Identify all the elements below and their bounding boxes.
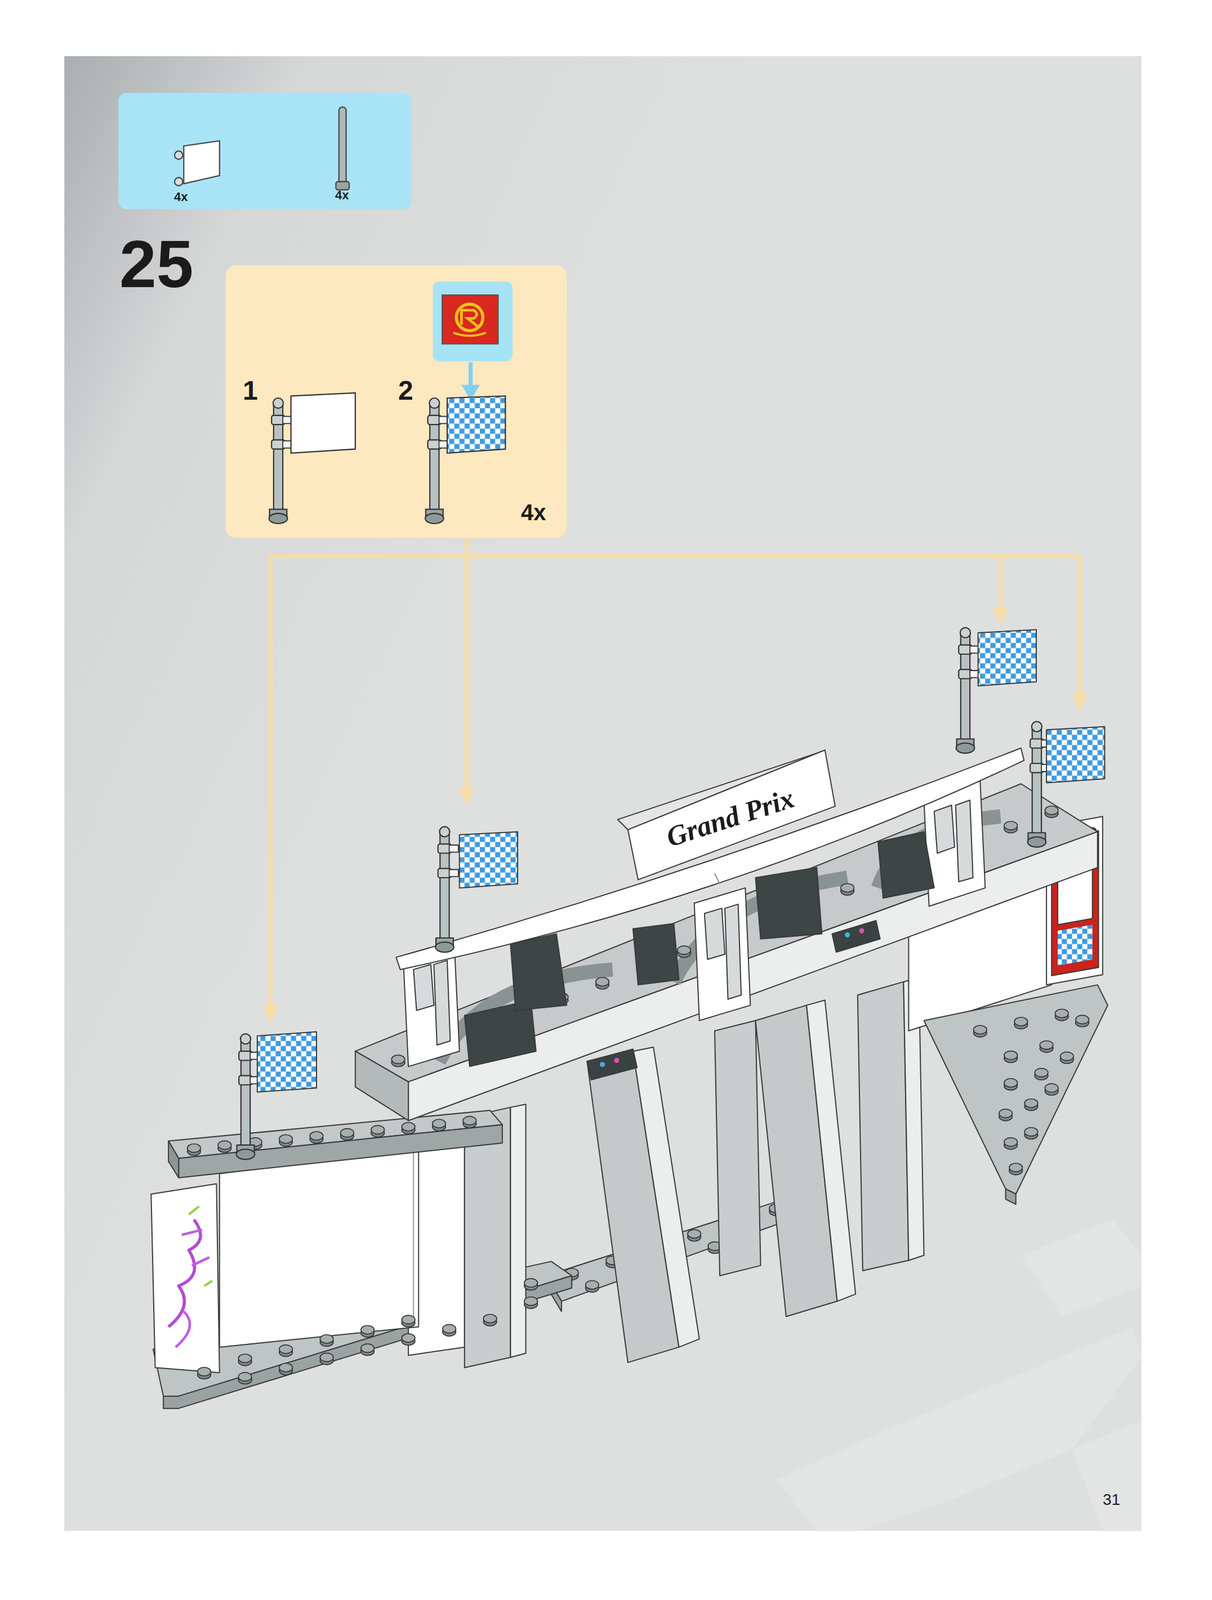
grandstand-model: [150, 627, 1108, 1410]
quantity-label: 4x: [335, 189, 349, 202]
substep-box: 1 2 4x: [225, 265, 567, 538]
flag-part-icon: [174, 140, 220, 186]
quantity-label: 4x: [520, 501, 547, 524]
quantity-label: 4x: [174, 190, 188, 204]
substep-panel: [225, 265, 567, 538]
substep-number: 1: [242, 377, 258, 405]
bar-part-icon: [335, 107, 350, 190]
sticker-callout: [433, 281, 513, 400]
parts-panel: [118, 92, 412, 210]
parts-list-box: 4x 4x: [118, 92, 412, 210]
substep-flag-plain: [269, 393, 356, 524]
page-ground: [64, 56, 1142, 1532]
sign-text: Grand Prix: [662, 783, 798, 852]
substep-flag-checkered: [425, 395, 506, 524]
page-number: 31: [1102, 1492, 1121, 1509]
substep-number: 2: [398, 377, 414, 405]
step-number: 25: [119, 230, 194, 298]
